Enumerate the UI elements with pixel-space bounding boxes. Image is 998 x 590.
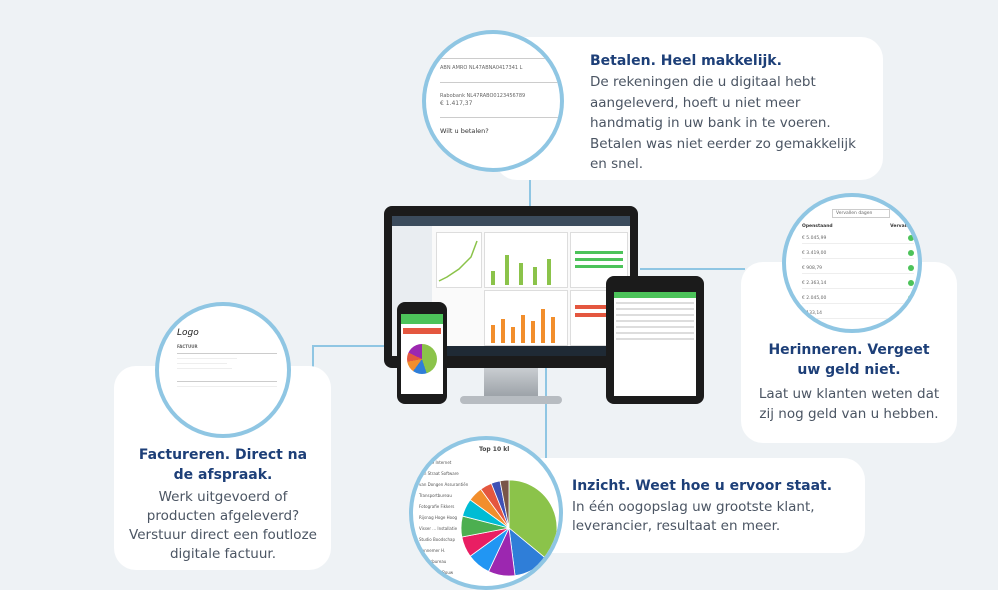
zoom-circle-inzicht: Top 10 kl Energie Internet van Straat Sof… <box>409 436 563 590</box>
herinneren-row: € 133,14 <box>802 310 914 319</box>
tablet <box>606 276 704 404</box>
phone <box>397 302 447 404</box>
betalen-amount: € 1.417,37 <box>440 100 473 107</box>
pie-slice <box>499 479 510 529</box>
monitor-screen <box>392 216 630 356</box>
connector-factureren-h <box>312 345 412 347</box>
herinneren-title: Herinneren. Vergeet uw geld niet. <box>768 342 930 378</box>
pie-label: Rijsnag Hoge Hoog <box>419 515 458 520</box>
card-betalen: Betalen. Heel makkelijk. De rekeningen d… <box>495 37 883 180</box>
bar-chart-2-icon <box>491 309 555 343</box>
line-chart-icon <box>438 240 478 282</box>
zoom-circle-herinneren: Vervallen dagen Openstaand Vervallen € 5… <box>782 193 922 333</box>
pie-labels: Energie Internet van Straat Software van D… <box>419 460 479 581</box>
status-dot-icon <box>908 325 914 329</box>
herinneren-row-amount: € 133,14 <box>802 310 823 316</box>
herinneren-row-amount: € 908,79 <box>802 265 823 271</box>
betalen-title: Betalen. Heel makkelijk. <box>590 53 782 69</box>
factureren-body: Werk uitgevoerd of producten afgeleverd?… <box>129 489 317 562</box>
herinneren-filter: Vervallen dagen <box>832 209 890 218</box>
factuur-logo: Logo <box>177 328 199 338</box>
betalen-account-1: ABN AMRO NL47ABNA0417341 L <box>440 65 523 71</box>
herinneren-row-amount: € 2.363,14 <box>802 280 827 286</box>
pie-label: Studio Boodschap <box>419 537 455 542</box>
connector-factureren-v <box>312 345 314 371</box>
factureren-title: Factureren. Direct na de afspraak. <box>138 447 308 483</box>
zoom-circle-factuur: Logo FACTUUR <box>155 302 291 438</box>
herinneren-row-amount: € 2.045,00 <box>802 295 827 301</box>
herinneren-row: € 2.363,14 <box>802 280 914 289</box>
status-dot-icon <box>908 250 914 256</box>
bar-chart-icon <box>491 255 551 285</box>
herinneren-row-amount: € 3.419,00 <box>802 250 827 256</box>
betalen-question: Wilt u betalen? <box>440 127 489 135</box>
herinneren-col-openstaand: Openstaand <box>802 224 833 229</box>
monitor-base <box>460 396 562 404</box>
pie-label: Energie Internet <box>419 460 452 465</box>
pie-label: Fotografie Fikkers <box>419 504 455 509</box>
status-dot-icon <box>908 310 914 316</box>
herinneren-row: € 908,79 <box>802 265 914 274</box>
pie-label: Visser ... Installatie <box>419 526 458 531</box>
pie-label: van Straat Software <box>419 471 459 476</box>
connector-herinneren <box>640 268 745 270</box>
status-dot-icon <box>908 295 914 301</box>
pie-label: van Winkel Bouw <box>419 570 454 575</box>
herinneren-body: Laat uw klanten weten dat zij nog geld v… <box>758 386 940 422</box>
pie-slice <box>508 479 558 560</box>
monitor-stand <box>484 368 538 398</box>
herinneren-rows: € 5.045,99 € 3.419,00 € 908,79 € 2.363,14 € … <box>802 235 914 331</box>
pie-label: Transportbureau <box>419 493 452 498</box>
connector-inzicht <box>545 325 547 465</box>
pie-label: Aannemer H. <box>419 548 446 553</box>
pie-label: van Dongen Assurantiën <box>419 482 469 487</box>
herinneren-row: € 3.419,00 <box>802 250 914 259</box>
herinneren-row-amount: € 5.045,99 <box>802 235 827 241</box>
pie-label: Adviesbureau <box>419 559 447 564</box>
herinneren-row: € 5.045,99 <box>802 235 914 244</box>
status-dot-icon <box>908 235 914 241</box>
connector-betalen <box>529 150 531 245</box>
herinneren-row-amount: € 417,00 <box>802 325 823 331</box>
status-dot-icon <box>908 280 914 286</box>
zoom-circle-betalen: ABN AMRO NL47ABNA0417341 L Rabobank NL47… <box>422 30 564 172</box>
herinneren-row: € 2.045,00 <box>802 295 914 304</box>
betalen-body: De rekeningen die u digitaal hebt aangel… <box>590 74 856 172</box>
betalen-account-2: Rabobank NL47RABO0123456789 <box>440 93 526 99</box>
factuur-heading: FACTUUR <box>177 344 198 349</box>
herinneren-row: € 417,00 <box>802 325 914 331</box>
herinneren-col-vervallen: Vervallen <box>890 224 914 229</box>
inzicht-body: In één oogopslag uw grootste klant, leve… <box>572 499 815 534</box>
inzicht-title: Inzicht. Weet hoe u ervoor staat. <box>572 478 833 494</box>
pie-chart <box>460 479 558 577</box>
inzicht-chart-title: Top 10 kl <box>479 446 510 453</box>
status-dot-icon <box>908 265 914 271</box>
